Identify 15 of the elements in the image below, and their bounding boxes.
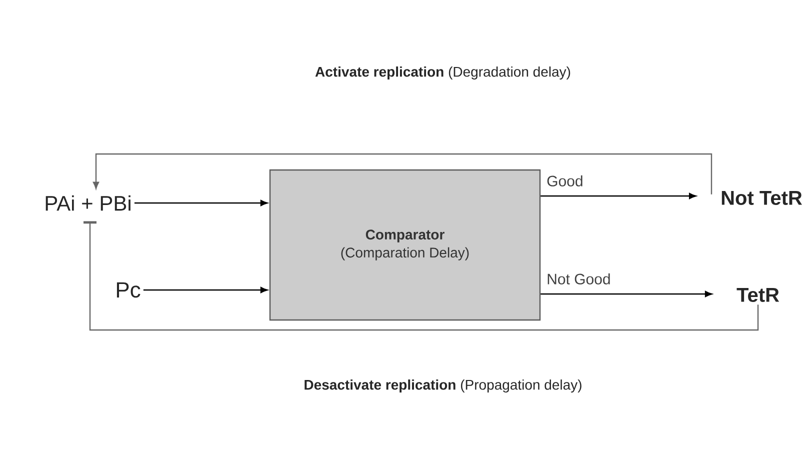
- connector-arrow: [540, 290, 712, 298]
- connector-arrow: [92, 153, 712, 194]
- signal-label: Pc: [116, 282, 140, 298]
- edge-label: Not Good: [548, 273, 610, 284]
- signal-label: PAi + PBi: [46, 195, 130, 211]
- connector-arrow: [143, 286, 268, 294]
- caption-text: Activate replication (Degradation delay): [315, 66, 570, 80]
- connector-arrow: [540, 192, 696, 200]
- comparator-box: Comparator (Comparation Delay): [269, 169, 541, 321]
- connector-arrow: [134, 200, 268, 206]
- caption-text: Desactivate replication (Propagation delay): [304, 379, 582, 393]
- signal-label: Not TetR: [722, 191, 802, 205]
- edge-label: Good: [547, 175, 582, 186]
- connector-arrow: [84, 221, 759, 331]
- signal-label: TetR: [736, 288, 780, 302]
